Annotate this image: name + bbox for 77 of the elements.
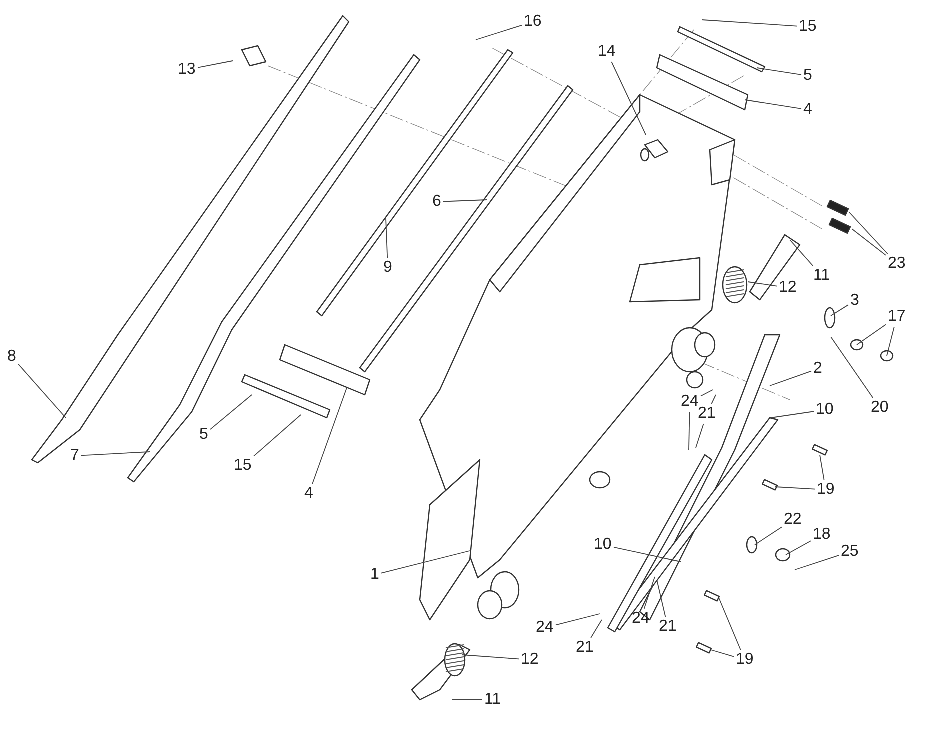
- callout-number: 12: [778, 279, 798, 297]
- callout-number: 24: [535, 619, 555, 637]
- leader-line: [756, 68, 802, 76]
- leader-line: [852, 228, 886, 256]
- callout-number: 9: [382, 259, 394, 277]
- leader-line: [770, 370, 812, 386]
- callout-number: 11: [484, 691, 502, 709]
- callout-number: 16: [523, 13, 543, 31]
- callout-number: 22: [783, 511, 803, 529]
- leader-line: [820, 454, 825, 480]
- callout-number: 13: [177, 61, 197, 79]
- leader-line: [81, 452, 150, 456]
- leader-line: [696, 424, 704, 448]
- callout-number: 21: [658, 618, 678, 636]
- leader-line: [210, 394, 252, 430]
- leader-line: [386, 218, 388, 258]
- callout-number: 17: [887, 308, 907, 326]
- leader-line: [790, 240, 814, 266]
- leader-line: [748, 282, 778, 287]
- callout-number: 19: [735, 651, 755, 669]
- callout-number: 2: [812, 360, 824, 378]
- callout-number: 11: [812, 267, 832, 285]
- callout-number: 15: [798, 18, 818, 36]
- callout-number: 4: [304, 485, 314, 503]
- leader-line: [886, 326, 895, 356]
- leader-line: [711, 394, 716, 404]
- leader-line: [644, 576, 656, 610]
- leader-line: [443, 200, 488, 202]
- leader-line: [556, 614, 600, 626]
- callout-number: 7: [70, 447, 80, 465]
- callout-number: 10: [593, 536, 613, 554]
- callout-number: 20: [870, 399, 890, 417]
- leader-line: [700, 390, 714, 397]
- leader-line: [462, 654, 520, 660]
- callout-number: 8: [6, 348, 18, 366]
- callout-number: 4: [802, 101, 814, 119]
- leader-line: [381, 550, 470, 574]
- callout-number: 21: [697, 405, 717, 423]
- leader-line: [770, 411, 814, 418]
- leader-line: [710, 650, 734, 658]
- callout-number: 23: [887, 255, 907, 273]
- leader-line: [830, 304, 849, 316]
- leader-line: [614, 546, 682, 562]
- leader-line: [254, 414, 302, 457]
- callout-number: 6: [432, 193, 442, 211]
- leader-line: [744, 100, 802, 110]
- callout-number: 1: [370, 566, 380, 584]
- leader-line: [198, 60, 234, 68]
- callout-number: 3: [850, 292, 860, 310]
- leader-line: [702, 20, 798, 27]
- leader-line: [848, 212, 888, 254]
- leader-line: [754, 526, 782, 546]
- leader-line: [590, 620, 602, 638]
- callout-number: 12: [520, 651, 540, 669]
- leader-line: [794, 555, 840, 570]
- callout-number: 21: [575, 639, 595, 657]
- callout-number: 24: [680, 393, 700, 411]
- leader-line: [718, 598, 742, 650]
- callout-number: 14: [597, 43, 617, 61]
- leader-line: [656, 580, 666, 618]
- callout-number: 24: [631, 610, 651, 628]
- callout-number: 10: [815, 401, 835, 419]
- leader-line: [312, 388, 348, 484]
- callout-number: 25: [840, 543, 860, 561]
- callout-number: 15: [233, 457, 253, 475]
- leader-line: [830, 336, 874, 398]
- leader-line: [688, 412, 690, 450]
- callout-number: 18: [812, 526, 832, 544]
- callout-number: 19: [816, 481, 836, 499]
- callout-number: 5: [802, 67, 814, 85]
- leader-line: [774, 486, 816, 490]
- leader-line: [856, 324, 886, 346]
- leader-line: [18, 364, 66, 418]
- leader-line: [476, 25, 522, 40]
- callout-number: 5: [198, 426, 210, 444]
- leader-line: [786, 540, 812, 556]
- leader-line: [611, 62, 646, 136]
